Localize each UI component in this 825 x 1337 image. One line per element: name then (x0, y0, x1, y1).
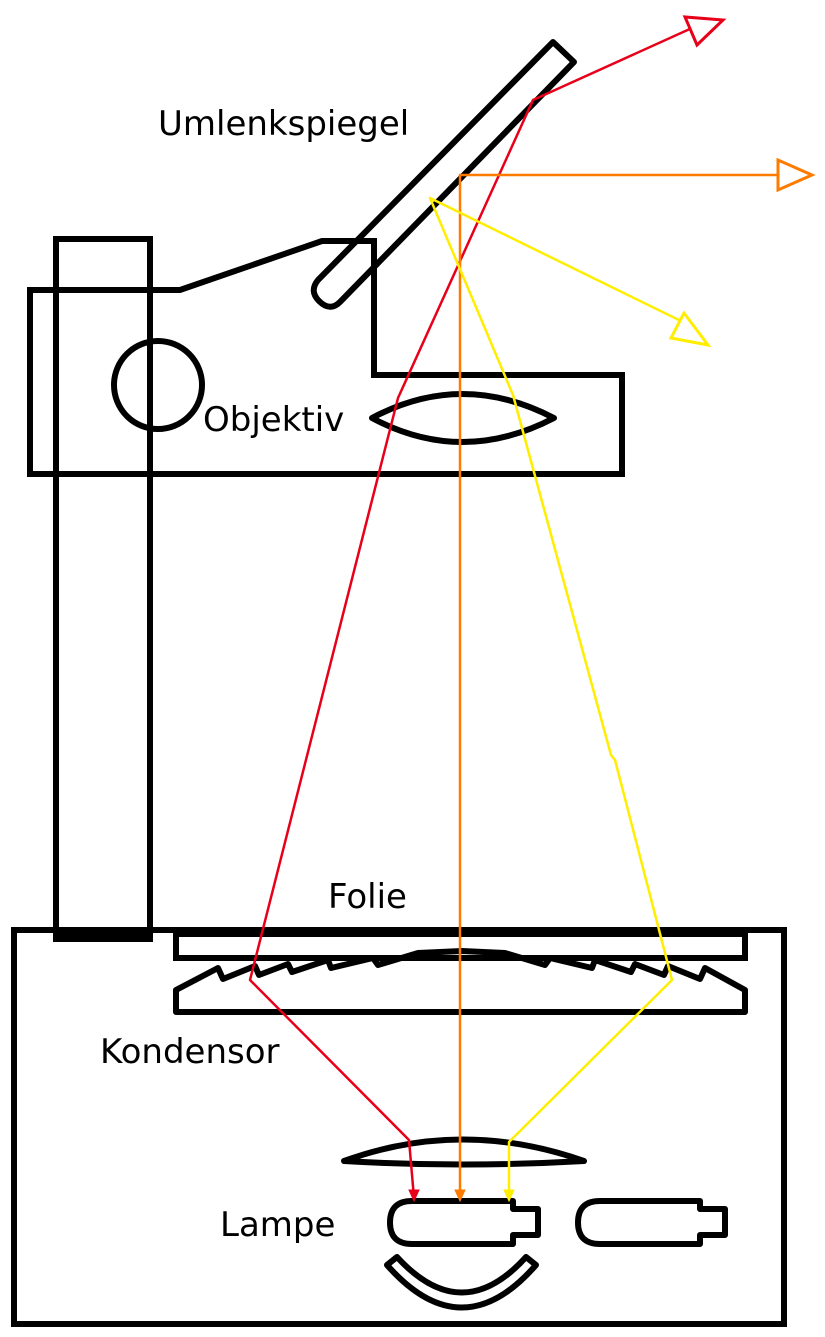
lamp-bulb-main (387, 1198, 541, 1247)
ray-red-arrowhead (682, 15, 727, 48)
foil-plate (173, 931, 748, 961)
focus-knob (111, 338, 205, 432)
ray-orange-arrowhead (776, 157, 816, 193)
fresnel-condenser (173, 948, 748, 1015)
lamp-lens (341, 1136, 587, 1168)
ray-orange-end-arrow (454, 1189, 466, 1203)
column-foot (54, 928, 152, 940)
label-foil: Folie (328, 877, 407, 917)
ray-yellow (428, 196, 684, 1198)
projection-head (27, 238, 625, 477)
label-lamp: Lampe (220, 1205, 335, 1245)
label-condenser: Kondensor (100, 1032, 280, 1072)
label-deflection-mirror: Umlenkspiegel (158, 104, 409, 144)
ray-orange (458, 173, 778, 1198)
deflection-mirror (310, 39, 577, 310)
ray-yellow-arrowhead (668, 310, 712, 348)
base-housing (11, 927, 787, 1327)
ray-yellow-end-arrow (503, 1189, 515, 1203)
objective-lens (369, 391, 557, 445)
lamp-reflector (384, 1254, 539, 1311)
ray-red-end-arrow (408, 1189, 420, 1203)
ray-red (248, 26, 693, 1199)
lamp-bulb-spare (575, 1198, 728, 1247)
label-objective: Objektiv (203, 400, 344, 440)
